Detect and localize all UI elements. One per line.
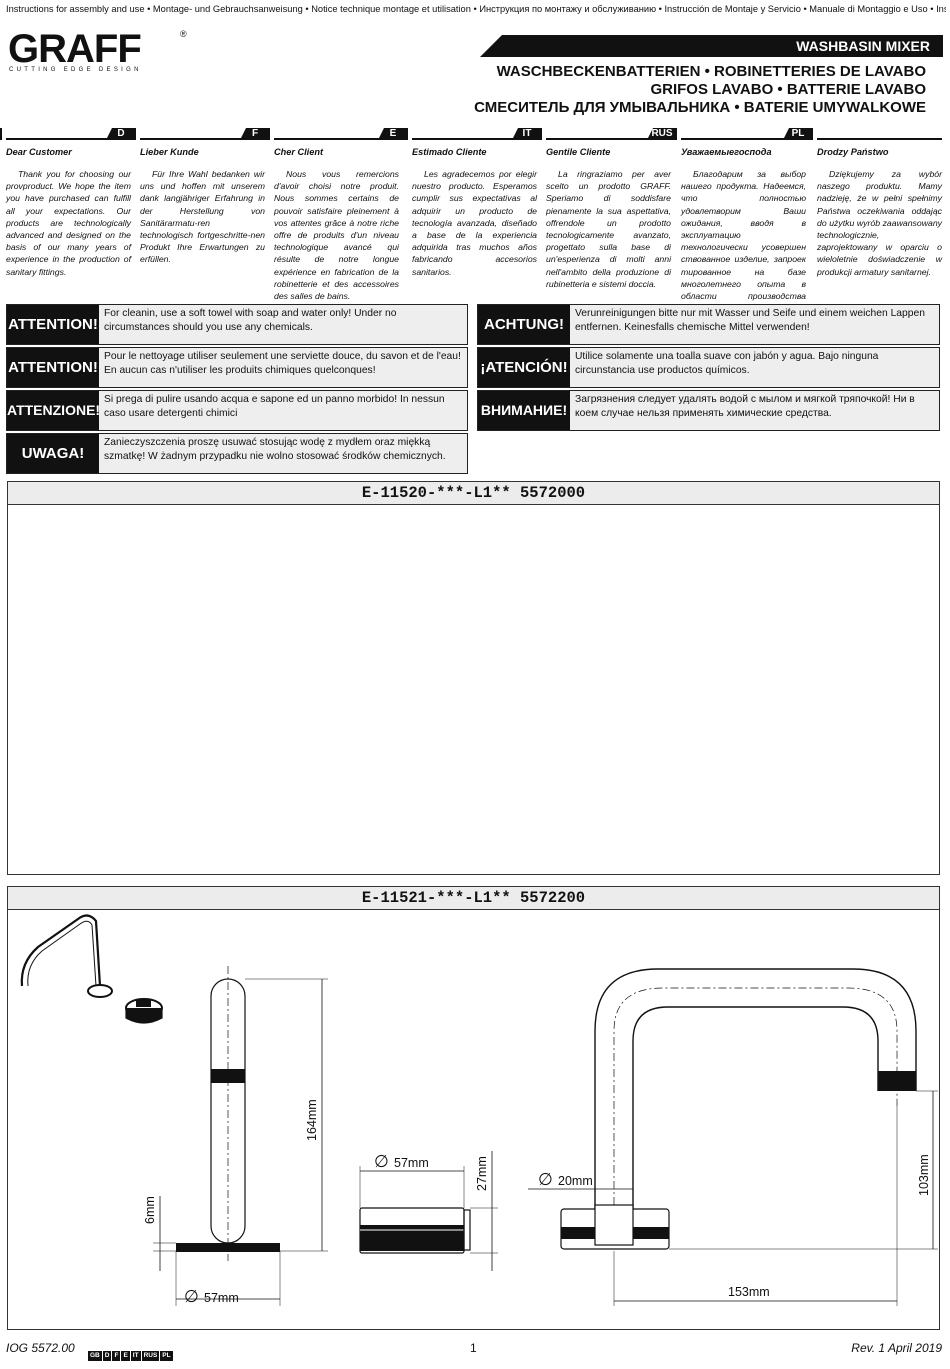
product-code: E-11520-***-L1** 5572000	[8, 482, 939, 505]
lang-tag: IT	[130, 1351, 141, 1361]
greeting: Cher Client	[274, 147, 324, 157]
divider	[546, 138, 671, 140]
warning-box-es: ¡ATENCIÓN! Utilice solamente una toalla …	[477, 347, 940, 388]
lang-tag: D	[106, 128, 136, 140]
title-line: GRIFOS LAVABO • BATTERIE LAVABO	[650, 81, 926, 98]
graff-logo: GRAFF	[8, 27, 142, 71]
lang-tag: E	[378, 128, 408, 140]
logo-tagline: CUTTING EDGE DESIGN	[9, 67, 142, 73]
greeting: Gentile Cliente	[546, 147, 611, 157]
diam-symbol: ∅	[538, 1170, 553, 1189]
warning-text: Utilice solamente una toalla suave con j…	[575, 351, 879, 376]
product-code: E-11521-***-L1** 5572200	[8, 887, 939, 910]
doc-id: IOG 5572.00	[6, 1341, 75, 1355]
lang-tag: PL	[783, 128, 813, 140]
divider	[274, 138, 399, 140]
product-section-2: E-11521-***-L1** 5572200	[7, 886, 940, 1330]
lang-tag: E	[121, 1351, 130, 1361]
warning-text: For cleanin, use a soft towel with soap …	[104, 308, 397, 333]
warning-text: Verunreinigungen bitte nur mit Wasser un…	[575, 308, 925, 333]
intro-text: Nous vous remercions d'avoir choisi notr…	[274, 169, 399, 302]
logo-registered-mark: ®	[180, 29, 187, 39]
intro-text: Les agradecemos por elegir nuestro produ…	[412, 169, 537, 277]
greeting: Dear Customer	[6, 147, 72, 157]
lang-tag: GB	[0, 128, 2, 140]
lang-tag: IT	[512, 128, 542, 140]
lang-tag: F	[112, 1351, 121, 1361]
revision: Rev. 1 April 2019	[851, 1341, 942, 1355]
warning-box-en: ATTENTION! For cleanin, use a soft towel…	[6, 304, 468, 345]
dim-outlet-height: 103mm	[917, 1154, 931, 1196]
intro-text: Thank you for choosing our provproduct. …	[6, 169, 131, 277]
divider	[681, 138, 806, 140]
banner-title: WASHBASIN MIXER	[796, 38, 930, 54]
warning-box-ru: ВНИМАНИЕ! Загрязнения следует удалять во…	[477, 390, 940, 431]
dim-diam-handle: 57mm	[394, 1156, 429, 1170]
warning-box-fr: ATTENTION! Pour le nettoyage utiliser se…	[6, 347, 468, 388]
diam-symbol: ∅	[184, 1287, 199, 1306]
technical-drawing-2: 164mm 6mm ∅ 57mm ∅ 57mm 27mm ∅ 20mm 153m…	[20, 914, 938, 1306]
intro-text: La ringraziamo per aver scelto un prodot…	[546, 169, 671, 289]
lang-tag: RUS	[141, 1351, 160, 1361]
dim-diam-spout: 20mm	[558, 1174, 593, 1188]
lang-tag: PL	[160, 1351, 173, 1361]
warning-label: ВНИМАНИЕ!	[478, 391, 570, 430]
title-banner	[480, 35, 943, 57]
product-section-1: E-11520-***-L1** 5572000	[7, 481, 940, 875]
dim-height: 164mm	[305, 1099, 319, 1141]
intro-text: Благодарим за выбор нашего продукта. Над…	[681, 169, 806, 313]
intro-text: Dziękujemy za wybór naszego produktu. Ma…	[817, 169, 942, 277]
warning-text: Si prega di pulire usando acqua e sapone…	[104, 394, 445, 419]
dim-spread: 153mm	[728, 1285, 770, 1299]
divider	[817, 138, 942, 140]
product-titles: WASCHBECKENBATTERIEN • ROBINETTERIES DE …	[474, 63, 926, 117]
warning-box-it: ATTENZIONE! Si prega di pulire usando ac…	[6, 390, 468, 431]
technical-drawing-1: 113mm 6mm ∅ 57mm ∅ 57mm 27mm ∅ 20mm 153m…	[8, 482, 939, 874]
lang-tag: RUS	[647, 128, 677, 140]
warning-label: ACHTUNG!	[478, 305, 570, 344]
warning-text: Pour le nettoyage utiliser seulement une…	[104, 351, 461, 376]
divider	[412, 138, 537, 140]
warning-box-de: ACHTUNG! Verunreinigungen bitte nur mit …	[477, 304, 940, 345]
greeting: Estimado Cliente	[412, 147, 487, 157]
lang-tag: GB	[88, 1351, 102, 1361]
lang-tag: F	[240, 128, 270, 140]
instructions-line: Instructions for assembly and use • Mont…	[6, 4, 946, 14]
intro-text: Für Ihre Wahl bedanken wir uns und hoffe…	[140, 169, 265, 265]
dim-base: 6mm	[143, 1196, 157, 1224]
diam-symbol: ∅	[374, 1152, 389, 1171]
divider	[140, 138, 265, 140]
dim-handle-height: 27mm	[475, 1156, 489, 1191]
warning-label: ATTENTION!	[7, 348, 99, 387]
greeting: Drodzy Państwo	[817, 147, 889, 157]
dim-diam-base: 57mm	[204, 1291, 239, 1305]
warning-text: Zanieczyszczenia proszę usuwać stosując …	[104, 437, 446, 462]
warning-box-pl: UWAGA! Zanieczyszczenia proszę usuwać st…	[6, 433, 468, 474]
title-line: СМЕСИТЕЛЬ ДЛЯ УМЫВАЛЬНИКА • BATERIE UMYW…	[474, 99, 926, 116]
greeting: Уважаемыегосподa	[681, 147, 772, 157]
greeting: Lieber Kunde	[140, 147, 199, 157]
divider	[6, 138, 131, 140]
warning-label: ¡ATENCIÓN!	[478, 348, 570, 387]
warning-text: Загрязнения следует удалять водой с мыло…	[575, 394, 915, 419]
page-number: 1	[470, 1341, 477, 1355]
warning-label: UWAGA!	[7, 434, 99, 473]
title-line: WASCHBECKENBATTERIEN • ROBINETTERIES DE …	[496, 63, 926, 80]
warning-label: ATTENTION!	[7, 305, 99, 344]
warning-label: ATTENZIONE!	[7, 391, 100, 430]
lang-tag: D	[102, 1351, 112, 1361]
